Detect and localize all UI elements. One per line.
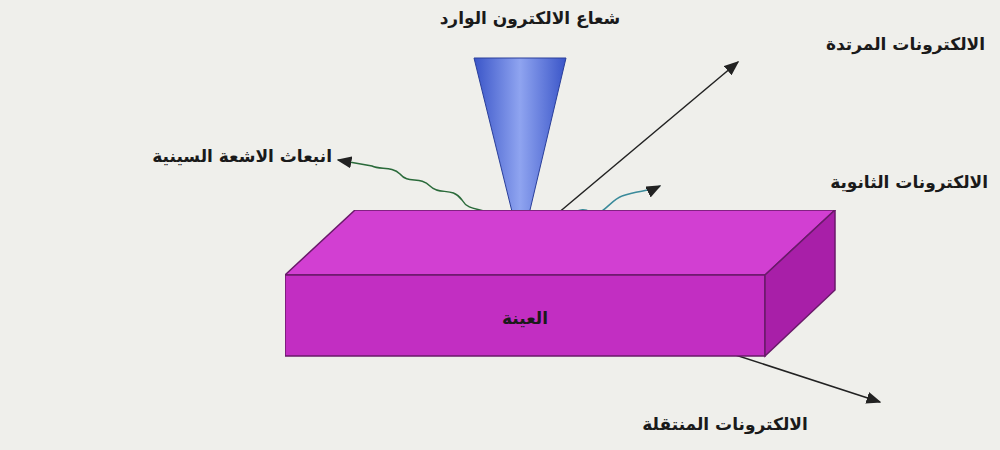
callout-label: شعاع الالكترون الوارد xyxy=(330,8,730,28)
transmitted-arrow xyxy=(720,350,880,402)
callout-label: الالكترونات المنتقلة xyxy=(560,414,890,434)
callout-label: انبعاث الاشعة السينية xyxy=(10,146,332,166)
callout-label: الالكترونات المرتدة xyxy=(735,34,985,54)
sample-label: العينة xyxy=(502,308,548,328)
callout-label: الالكترونات الثانوية xyxy=(668,172,988,192)
sample-block: العينة xyxy=(285,210,837,358)
sample-outline xyxy=(285,210,837,358)
